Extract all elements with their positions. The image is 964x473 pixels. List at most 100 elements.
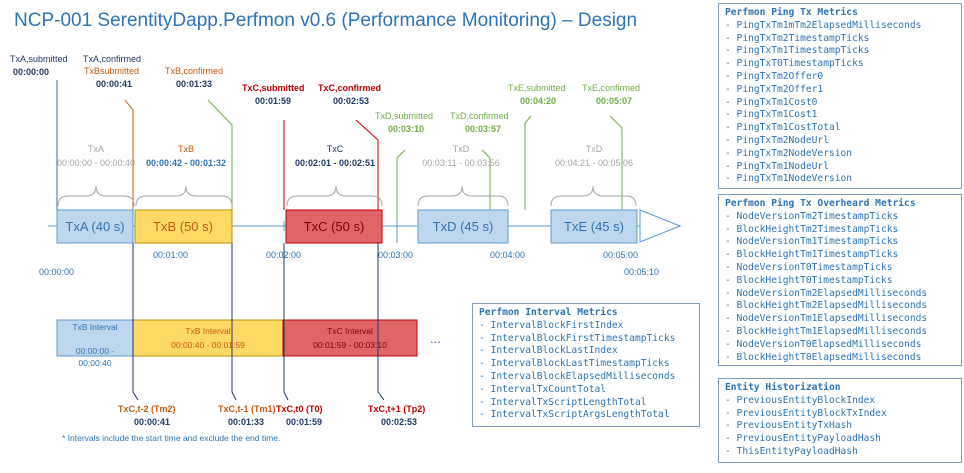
leader-tp2 (377, 243, 385, 401)
leader-txd-submitted (396, 149, 406, 240)
list-item: - IntervalBlockFirstIndex (479, 319, 624, 331)
list-item: - PreviousEntityPayloadHash (725, 433, 881, 445)
list-item: - IntervalTxScriptLengthTotal (479, 396, 647, 408)
event-txe-submitted-time: 00:04:20 (520, 96, 556, 106)
bracket-txd (417, 185, 509, 207)
bracket-txa-name: TxA (88, 144, 104, 154)
bracket-txd-range: 00:03:11 - 00:03:56 (422, 158, 499, 168)
event-tm2-label: TxC,t-2 (Tm2) (118, 404, 176, 414)
leader-t0 (283, 243, 289, 401)
bracket-txb-range: 00:00:42 - 00:01:32 (146, 158, 226, 168)
list-item: - NodeVersionT0ElapsedMilliseconds (725, 338, 922, 350)
interval-2-range: 00:00:40 - 00:01:59 (171, 340, 245, 350)
panel-interval-title: Perfmon Interval Metrics (479, 307, 618, 318)
list-item: - PingTxTm1mTm2ElapsedMilliseconds (725, 19, 922, 31)
list-item: - PingTxTm1CostTotal (725, 122, 841, 134)
interval-1-range-end: 00:00:40 (78, 358, 111, 368)
axis-tick-label-3: 00:03:00 (378, 250, 413, 260)
tx-box-b-label: TxB (50 s) (153, 219, 213, 234)
leader-tm1 (231, 243, 237, 401)
event-t0-label: TxC,t0 (T0) (276, 404, 323, 414)
interval-ellipsis: ... (430, 331, 441, 346)
event-txe-confirmed-label: TxE,confirmed (582, 83, 640, 93)
list-item: - BlockHeightTm2TimestampTicks (725, 223, 899, 235)
list-item: - PingTxT0TimestampTicks (725, 58, 864, 70)
event-txd-submitted-time: 00:03:10 (388, 124, 424, 134)
list-item: - NodeVersionTm1TimestampTicks (725, 236, 899, 248)
footnote: * Intervals include the start time and e… (62, 433, 280, 443)
panel-overheard-list: - NodeVersionTm2TimestampTicks - BlockHe… (725, 211, 955, 365)
event-tm1-label: TxC,t-1 (Tm1) (218, 404, 276, 414)
interval-1-name: TxB Interval (72, 322, 117, 332)
panel-interval-list: - IntervalBlockFirstIndex - IntervalBloc… (479, 320, 693, 422)
leader-txc-confirmed (355, 119, 379, 210)
tx-box-c-label: TxC (50 s) (304, 219, 365, 234)
axis-tick-label-1: 00:01:00 (153, 250, 188, 260)
bracket-txa (57, 185, 135, 207)
event-txe-confirmed-time: 00:05:07 (596, 96, 632, 106)
list-item: - IntervalBlockLastTimestampTicks (479, 358, 670, 370)
list-item: - BlockHeightTm2ElapsedMilliseconds (725, 300, 928, 312)
axis-tick-label-5: 00:05:00 (603, 250, 638, 260)
list-item: - BlockHeightT0TimestampTicks (725, 274, 893, 286)
tx-boxes (56, 209, 638, 244)
tx-box-a (56, 209, 134, 244)
tx-box-e (550, 209, 638, 244)
event-txa-submitted-label: TxA,submitted (10, 54, 68, 64)
interval-2-name: TxB Interval (185, 326, 230, 336)
list-item: - PingTxTm2TimestampTicks (725, 32, 870, 44)
event-txc-submitted-label: TxC,submitted (242, 83, 305, 93)
list-item: - NodeVersionTm2ElapsedMilliseconds (725, 287, 928, 299)
event-txc-confirmed-label: TxC,confirmed (318, 83, 381, 93)
leader-txa-confirmed (124, 99, 134, 210)
event-txe-submitted-label: TxE,submitted (508, 83, 566, 93)
bracket-txc-name: TxC (327, 144, 344, 154)
timeline-arrowhead (639, 209, 682, 243)
tx-box-d-label: TxD (45 s) (433, 219, 494, 234)
event-t0-time: 00:01:59 (286, 417, 322, 427)
list-item: - PingTxTm1NodeUrl (725, 160, 829, 172)
bracket-txe-range: 00:04:21 - 00:05:06 (555, 158, 633, 168)
panel-ping-tx-list: - PingTxTm1mTm2ElapsedMilliseconds - Pin… (725, 20, 955, 186)
axis-tick-label-0: 00:00:00 (39, 267, 74, 277)
bottom-leader-lines (132, 243, 385, 401)
duration-brackets (57, 185, 637, 207)
event-txb-confirmed-time: 00:01:33 (176, 79, 212, 89)
bracket-txe-name: TxD (586, 144, 603, 154)
list-item: - PreviousEntityBlockIndex (725, 394, 876, 406)
list-item: - BlockHeightTm1ElapsedMilliseconds (725, 325, 928, 337)
list-item: - PreviousEntityTxHash (725, 420, 853, 432)
list-item: - IntervalTxScriptArgsLengthTotal (479, 409, 670, 421)
list-item: - IntervalBlockFirstTimestampTicks (479, 332, 676, 344)
event-txa-confirmed-time: 00:00:41 (96, 79, 132, 89)
list-item: - PingTxTm1NodeVersion (725, 173, 853, 185)
event-txb-confirmed-label: TxB,confirmed (165, 66, 223, 76)
list-item: - IntervalTxCountTotal (479, 383, 607, 395)
panel-entity-historization: Entity Historization - PreviousEntityBlo… (718, 378, 962, 463)
list-item: - PingTxTm2Offer0 (725, 70, 824, 82)
list-item: - IntervalBlockElapsedMilliseconds (479, 370, 676, 382)
leader-txe-submitted (524, 115, 532, 210)
event-txa-confirmed-label: TxA,confirmed (83, 54, 141, 64)
event-tp2-label: TxC,t+1 (Tp2) (368, 404, 425, 414)
panel-ping-tx-metrics: Perfmon Ping Tx Metrics - PingTxTm1mTm2E… (718, 3, 962, 189)
event-txd-submitted-label: TxD,submitted (375, 111, 433, 121)
event-txd-confirmed-time: 00:03:57 (465, 124, 501, 134)
list-item: - ThisEntityPayloadHash (725, 445, 858, 457)
axis-tick-label-6: 00:05:10 (624, 267, 659, 277)
list-item: - BlockHeightTm1TimestampTicks (725, 249, 899, 261)
bracket-txa-range: 00:00:00 - 00:00:40 (57, 158, 135, 168)
bracket-txd-name: TxD (453, 144, 470, 154)
list-item: - PingTxTm2NodeVersion (725, 147, 853, 159)
diagram-title: NCP-001 SerentityDapp.Perfmon v0.6 (Perf… (14, 10, 637, 31)
event-txc-submitted-time: 00:01:59 (255, 96, 291, 106)
tx-box-a-label: TxA (40 s) (65, 219, 124, 234)
event-txb-submitted-label: TxBsubmitted (84, 66, 139, 76)
event-tp2-time: 00:02:53 (381, 417, 417, 427)
interval-box-1 (56, 319, 134, 357)
panel-overheard-title: Perfmon Ping Tx Overheard Metrics (725, 198, 916, 209)
list-item: - PreviousEntityBlockTxIndex (725, 407, 887, 419)
event-txc-confirmed-time: 00:02:53 (333, 96, 369, 106)
list-item: - NodeVersionTm2TimestampTicks (725, 210, 899, 222)
